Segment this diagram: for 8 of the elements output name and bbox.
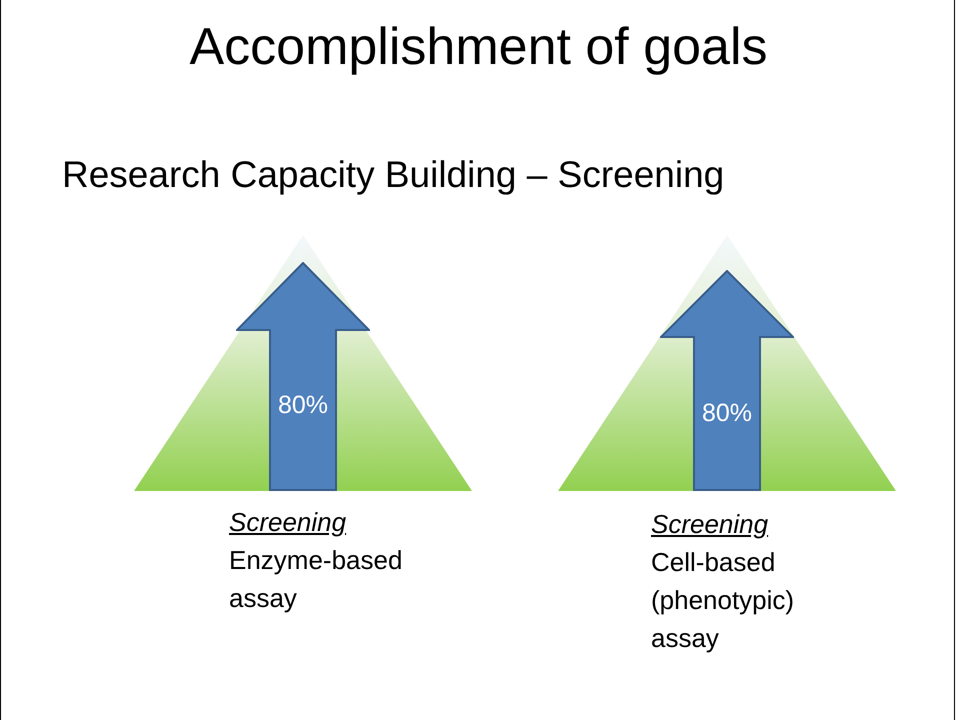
caption-heading: Screening [651, 508, 768, 541]
slide-title: Accomplishment of goals [188, 17, 769, 78]
subtitle: Research Capacity Building – Screening [62, 153, 724, 197]
percent-label: 80% [276, 390, 330, 420]
caption-heading: Screening [229, 506, 346, 539]
caption-text: Enzyme-based assay [229, 544, 404, 615]
percent-label: 80% [700, 398, 754, 428]
caption-text: Cell-based (phenotypic) assay [651, 546, 796, 655]
